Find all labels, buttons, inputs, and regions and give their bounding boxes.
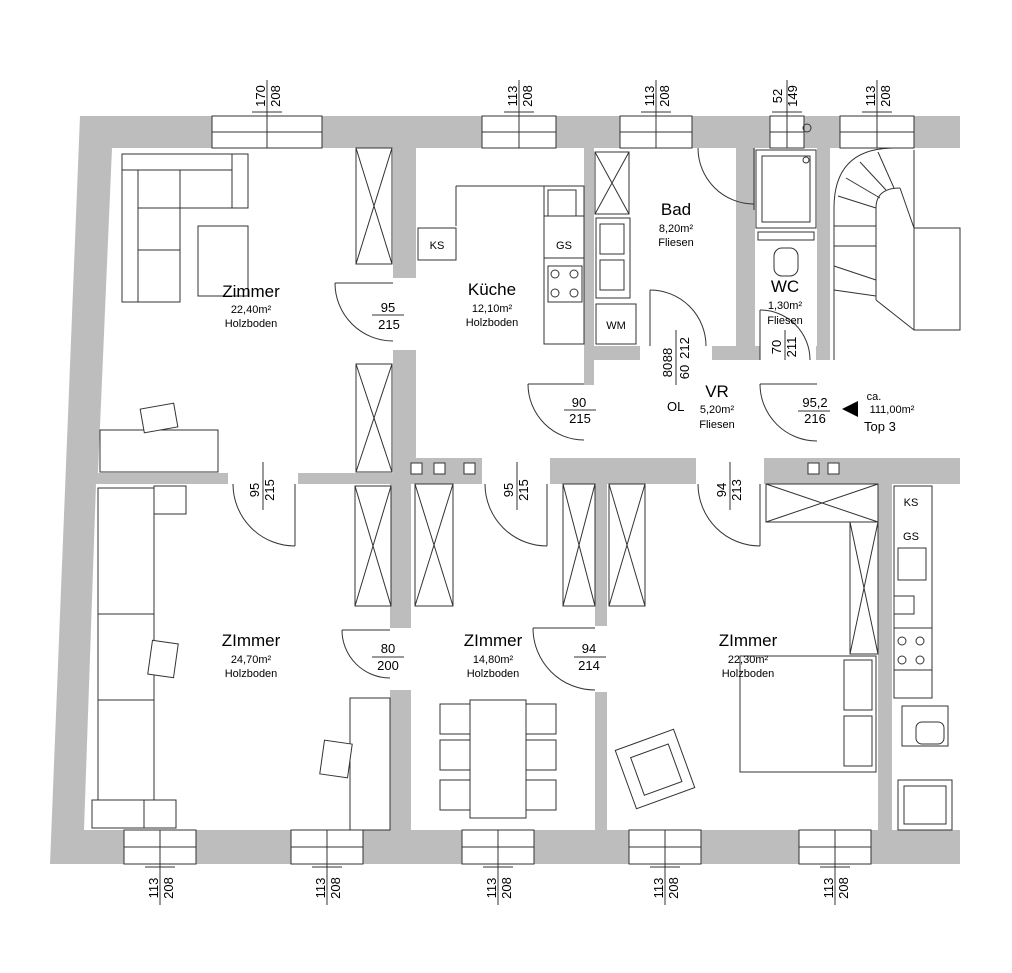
win-top-3-a: 113 — [642, 86, 657, 107]
room-zimmer-bm-name: ZImmer — [464, 631, 523, 650]
door-kvr-w: 90 — [572, 395, 586, 410]
win-top-2-b: 208 — [520, 85, 535, 107]
room-bad-name: Bad — [661, 200, 691, 219]
room-vr-floor: Fliesen — [699, 419, 734, 431]
room-vr-area: 5,20m² — [700, 404, 735, 416]
door-wc-h: 211 — [784, 337, 799, 358]
furniture-zimmer-bottom-left — [91, 485, 391, 831]
door-vrr-h: 213 — [729, 479, 744, 501]
win-bottom-5-a: 113 — [821, 878, 836, 899]
room-zimmer-br-floor: Holzboden — [722, 668, 775, 680]
window-dims-bottom: 113 208 113 208 113 208 113 208 113 208 — [145, 830, 851, 905]
room-wc-name: WC — [771, 277, 799, 296]
door-dimensions: 95 215 90 215 80 88 60 212 70 211 95,2 2… — [247, 300, 830, 673]
door-vrd-w: 95 — [501, 483, 516, 497]
window-dims-top: 170 208 113 208 113 208 52 149 113 208 — [252, 80, 893, 148]
neighbour-kitchen — [893, 485, 953, 831]
win-bottom-3-a: 113 — [484, 878, 499, 899]
room-bad-floor: Fliesen — [658, 237, 693, 249]
door-kvr-h: 215 — [569, 411, 591, 426]
win-bottom-3-b: 208 — [499, 877, 514, 899]
room-zimmer-bl-floor: Holzboden — [225, 668, 278, 680]
win-bottom-1-b: 208 — [161, 877, 176, 899]
kitchen-counter — [417, 185, 637, 345]
room-kueche-area: 12,10m² — [472, 303, 513, 315]
door-zbl-w: 80 — [381, 641, 395, 656]
gs2-label: GS — [903, 531, 919, 543]
unit-area: 111,00m² — [870, 404, 915, 416]
dining-set — [439, 699, 557, 819]
win-top-1-b: 208 — [268, 85, 283, 107]
door-bad-w: 80 — [660, 363, 675, 377]
ks2-label: KS — [904, 497, 919, 509]
furniture-zimmer-bottom-right — [614, 655, 877, 810]
room-kueche-floor: Holzboden — [466, 317, 519, 329]
door-zmr-h: 214 — [578, 658, 600, 673]
pillars — [410, 462, 840, 475]
door-zk-w: 95 — [381, 300, 395, 315]
door-ztl-h: 215 — [262, 479, 277, 501]
door-bad2-h: 212 — [677, 337, 692, 359]
door-entr-h: 216 — [804, 411, 826, 426]
door-ztl-w: 95 — [247, 483, 262, 497]
bath-fixtures — [755, 123, 817, 277]
room-wc-area: 1,30m² — [768, 300, 803, 312]
door-wc-w: 70 — [769, 340, 784, 354]
room-kueche-name: Küche — [468, 280, 516, 299]
win-bottom-4-a: 113 — [651, 878, 666, 899]
door-vrr-w: 94 — [714, 483, 729, 497]
door-zmr-w: 94 — [582, 641, 596, 656]
gs-label: GS — [556, 240, 572, 252]
ol-label: OL — [667, 399, 684, 414]
door-vrd-h: 215 — [516, 479, 531, 501]
win-bottom-2-b: 208 — [328, 877, 343, 899]
room-zimmer-tl-floor: Holzboden — [225, 318, 278, 330]
unit-ca: ca. — [867, 391, 882, 403]
win-bottom-1-a: 113 — [146, 878, 161, 899]
door-zbl-h: 200 — [377, 658, 399, 673]
room-zimmer-bl-name: ZImmer — [222, 631, 281, 650]
win-top-1-a: 170 — [253, 85, 268, 107]
room-zimmer-br-area: 22,30m² — [728, 654, 769, 666]
door-zk-h: 215 — [378, 317, 400, 332]
door-bad2-w: 60 — [677, 365, 692, 379]
room-zimmer-tl-name: Zimmer — [222, 282, 280, 301]
staircase — [833, 147, 961, 360]
door-bad-h: 88 — [660, 348, 675, 362]
win-top-5-b: 208 — [878, 85, 893, 107]
win-top-2-a: 113 — [505, 86, 520, 107]
ks-label: KS — [430, 240, 445, 252]
wm-label: WM — [606, 320, 626, 332]
door-entr-w: 95,2 — [802, 395, 827, 410]
win-bottom-5-b: 208 — [836, 877, 851, 899]
win-bottom-4-b: 208 — [666, 877, 681, 899]
win-top-4-a: 52 — [770, 89, 785, 103]
unit-name: Top 3 — [864, 419, 896, 434]
win-top-3-b: 208 — [657, 85, 672, 107]
wardrobes — [354, 147, 879, 655]
win-top-5-a: 113 — [863, 86, 878, 107]
entrance-arrow-icon — [842, 401, 858, 417]
room-zimmer-bm-area: 14,80m² — [473, 654, 514, 666]
room-labels: Zimmer 22,40m² Holzboden Küche 12,10m² H… — [222, 200, 803, 680]
room-bad-area: 8,20m² — [659, 223, 694, 235]
room-zimmer-br-name: ZImmer — [719, 631, 778, 650]
room-zimmer-tl-area: 22,40m² — [231, 304, 272, 316]
room-wc-floor: Fliesen — [767, 315, 802, 327]
room-zimmer-bl-area: 24,70m² — [231, 654, 272, 666]
room-zimmer-bm-floor: Holzboden — [467, 668, 520, 680]
room-vr-name: VR — [705, 382, 729, 401]
win-top-4-b: 149 — [785, 85, 800, 107]
win-bottom-2-a: 113 — [313, 878, 328, 899]
furniture-zimmer-top-left — [99, 153, 249, 473]
door-swings — [232, 147, 818, 691]
